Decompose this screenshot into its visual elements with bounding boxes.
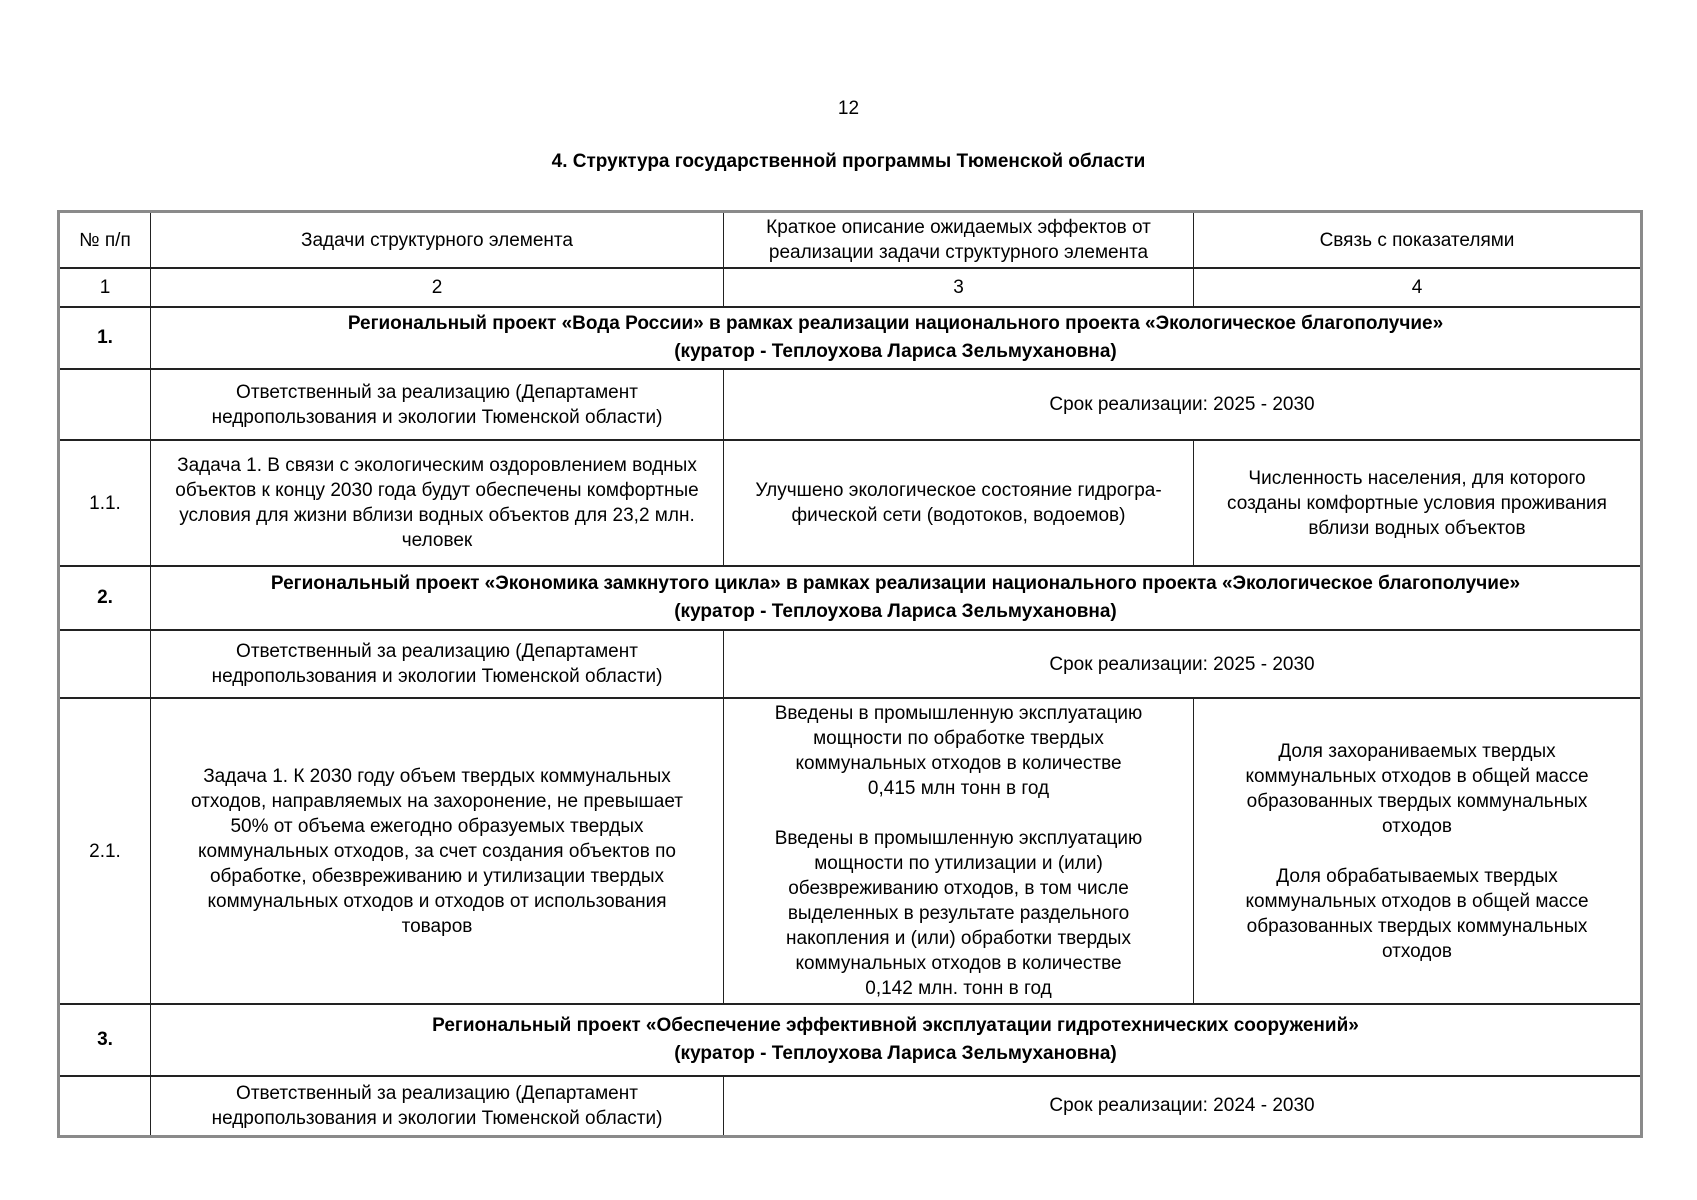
- section1-responsible-row: Ответственный за реализацию (Департамент…: [58, 368, 1642, 441]
- section3-responsible-cell: Ответственный за реализацию (Департамент…: [150, 1075, 724, 1137]
- section2-project-title-cell: Региональный проект «Экономика замкнутог…: [150, 565, 1642, 631]
- page-title: 4. Структура государственной программы Т…: [551, 151, 1146, 172]
- section3-period-cell: Срок реализации: 2024 - 2030: [723, 1075, 1642, 1137]
- section2-period-cell: Срок реализации: 2025 - 2030: [723, 629, 1642, 699]
- task-2-1-effect-cell: Введены в промышленную эксплуатацию мощн…: [723, 697, 1194, 1005]
- colnum-cell-4: 4: [1193, 267, 1642, 308]
- task-1-1-effect-cell: Улучшено экологическое состояние гидрогр…: [723, 439, 1194, 567]
- task-1-1-number-cell: 1.1.: [58, 439, 151, 567]
- section1-period-cell: Срок реализации: 2025 - 2030: [723, 368, 1642, 441]
- section1-project-row: 1. Региональный проект «Вода России» в р…: [58, 306, 1642, 370]
- task-2-1-task-cell: Задача 1. К 2030 году объем твердых комм…: [150, 697, 724, 1005]
- section3-project-title-cell: Региональный проект «Обеспечение эффекти…: [150, 1003, 1642, 1077]
- program-structure-table: № п/п Задачи структурного элемента Кратк…: [57, 210, 1643, 1138]
- section3-project-row: 3. Региональный проект «Обеспечение эффе…: [58, 1003, 1642, 1077]
- task-1-1-row: 1.1. Задача 1. В связи с экологическим о…: [58, 439, 1642, 567]
- colnum-cell-1: 1: [58, 267, 151, 308]
- section1-project-title-cell: Региональный проект «Вода России» в рамк…: [150, 306, 1642, 370]
- section2-responsible-row: Ответственный за реализацию (Департамент…: [58, 629, 1642, 699]
- header-cell-effects: Краткое описание ожидаемых эффектов от р…: [723, 210, 1194, 269]
- colnum-cell-3: 3: [723, 267, 1194, 308]
- section1-responsible-cell: Ответственный за реализацию (Департамент…: [150, 368, 724, 441]
- colnum-cell-2: 2: [150, 267, 724, 308]
- column-numbers-row: 1 2 3 4: [58, 267, 1642, 308]
- section1-number-cell: 1.: [58, 306, 151, 370]
- section2-responsible-cell: Ответственный за реализацию (Департамент…: [150, 629, 724, 699]
- section2-project-row: 2. Региональный проект «Экономика замкну…: [58, 565, 1642, 631]
- task-2-1-indicators-cell: Доля захораниваемых твердых коммунальных…: [1193, 697, 1642, 1005]
- task-2-1-number-cell: 2.1.: [58, 697, 151, 1005]
- header-row: № п/п Задачи структурного элемента Кратк…: [58, 210, 1642, 269]
- empty-cell: [58, 1075, 151, 1137]
- task-2-1-row: 2.1. Задача 1. К 2030 году объем твердых…: [58, 697, 1642, 1005]
- page-number: 12: [837, 98, 860, 119]
- task-1-1-task-cell: Задача 1. В связи с экологическим оздоро…: [150, 439, 724, 567]
- empty-cell: [58, 368, 151, 441]
- task-1-1-indicators-cell: Численность населения, для которого созд…: [1193, 439, 1642, 567]
- section2-number-cell: 2.: [58, 565, 151, 631]
- section3-number-cell: 3.: [58, 1003, 151, 1077]
- header-cell-index: № п/п: [58, 210, 151, 269]
- header-cell-indicators: Связь с показателями: [1193, 210, 1642, 269]
- header-cell-tasks: Задачи структурного элемента: [150, 210, 724, 269]
- section3-responsible-row: Ответственный за реализацию (Департамент…: [58, 1075, 1642, 1137]
- empty-cell: [58, 629, 151, 699]
